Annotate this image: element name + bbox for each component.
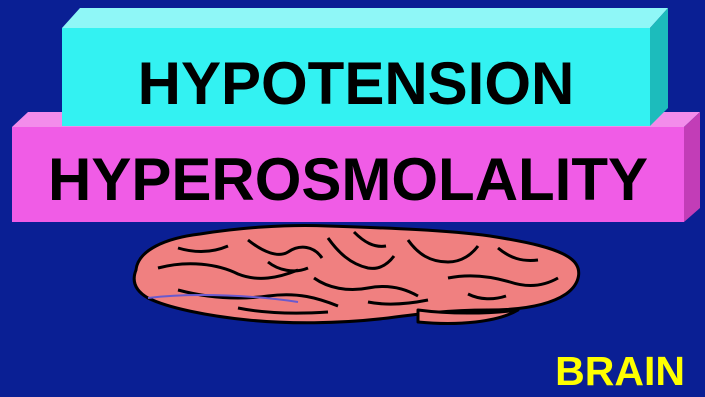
hypotension-label: HYPOTENSION	[62, 44, 650, 124]
hyperosmolality-label: HYPEROSMOLALITY	[12, 140, 684, 220]
brain-illustration	[118, 218, 588, 328]
brain-label: BRAIN	[555, 347, 685, 395]
